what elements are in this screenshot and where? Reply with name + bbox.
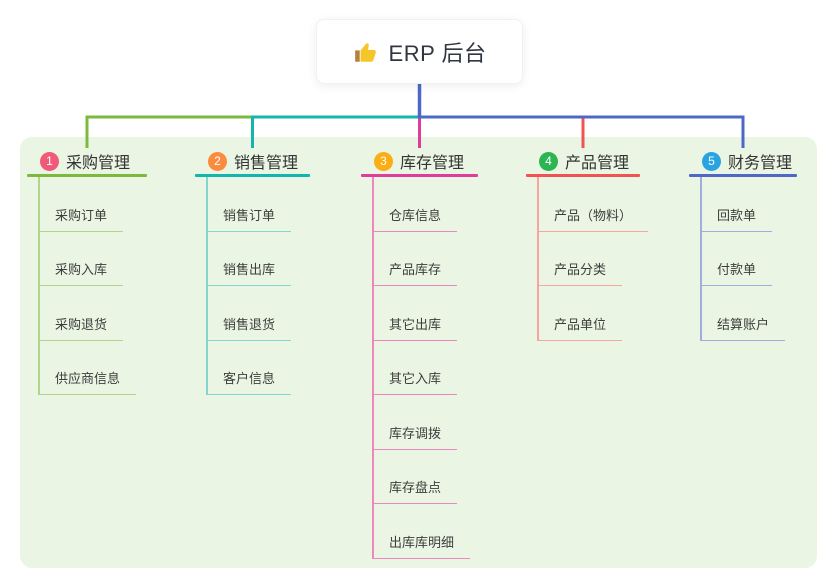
child-node-row: 其它出库 xyxy=(361,286,470,341)
child-node-row: 销售退货 xyxy=(195,286,292,341)
branch-children: 产品（物料） 产品分类 产品单位 xyxy=(526,177,649,341)
child-node[interactable]: 销售出库 xyxy=(206,259,292,286)
child-node-label: 付款单 xyxy=(717,262,757,277)
child-node-label: 产品（物料） xyxy=(554,207,633,223)
child-node-row: 其它入库 xyxy=(361,341,470,395)
child-node-label: 销售退货 xyxy=(223,316,276,332)
branch-trunk-line xyxy=(372,177,374,559)
child-node[interactable]: 产品分类 xyxy=(537,259,623,286)
child-node-label: 产品库存 xyxy=(389,262,442,277)
child-node[interactable]: 采购入库 xyxy=(38,259,124,286)
child-node[interactable]: 采购订单 xyxy=(38,205,124,232)
branch-underline xyxy=(361,174,478,177)
child-node-row: 产品单位 xyxy=(526,286,648,341)
child-node[interactable]: 供应商信息 xyxy=(38,368,137,395)
root-node-title: ERP 后台 xyxy=(388,40,487,66)
child-node-row: 供应商信息 xyxy=(27,341,137,395)
child-node-row: 客户信息 xyxy=(195,341,292,395)
child-node[interactable]: 其它出库 xyxy=(372,314,458,341)
child-node[interactable]: 销售订单 xyxy=(206,205,292,232)
branch-node-label[interactable]: 4 产品管理 xyxy=(539,148,629,174)
child-node-row: 采购退货 xyxy=(27,286,136,341)
child-node-label: 结算账户 xyxy=(717,316,770,332)
branches-background-panel xyxy=(20,137,817,568)
branch-underline xyxy=(195,174,310,177)
child-node-label: 回款单 xyxy=(717,207,757,223)
child-node[interactable]: 库存调拨 xyxy=(372,423,458,450)
child-node[interactable]: 产品库存 xyxy=(372,259,458,286)
child-node-label: 供应商信息 xyxy=(55,371,121,386)
child-node[interactable]: 出库库明细 xyxy=(372,532,471,559)
branch-trunk-line xyxy=(537,177,539,341)
branch-number-badge: 2 xyxy=(208,151,227,171)
child-node[interactable]: 库存盘点 xyxy=(372,477,458,504)
branch-underline xyxy=(27,174,147,177)
child-node[interactable]: 产品（物料） xyxy=(537,205,649,232)
branch-title-text: 产品管理 xyxy=(565,155,630,172)
child-node-row: 销售订单 xyxy=(195,177,292,232)
child-node-label: 库存调拨 xyxy=(389,425,442,441)
child-node-row: 销售出库 xyxy=(195,232,292,286)
branch-title-text: 采购管理 xyxy=(66,155,131,172)
child-node-label: 销售订单 xyxy=(223,207,276,223)
child-node-row: 产品（物料） xyxy=(526,177,649,232)
child-node-row: 结算账户 xyxy=(689,286,786,341)
branch-trunk-line xyxy=(700,177,702,341)
branch-node-label[interactable]: 1 采购管理 xyxy=(40,148,130,174)
child-node-label: 采购退货 xyxy=(55,316,108,332)
child-node[interactable]: 回款单 xyxy=(700,205,773,232)
child-node-row: 库存调拨 xyxy=(361,395,470,450)
branch-children: 采购订单 采购入库 采购退货 供应商信息 xyxy=(27,177,137,395)
child-node-label: 产品单位 xyxy=(554,316,607,332)
branch-title-text: 财务管理 xyxy=(728,155,793,172)
child-node[interactable]: 客户信息 xyxy=(206,368,292,395)
child-node[interactable]: 销售退货 xyxy=(206,314,292,341)
branch-children: 回款单 付款单 结算账户 xyxy=(689,177,786,341)
branch-number-badge: 1 xyxy=(40,151,59,171)
child-node-row: 产品分类 xyxy=(526,232,648,286)
child-node-label: 销售出库 xyxy=(223,262,276,277)
child-node[interactable]: 付款单 xyxy=(700,259,773,286)
child-node-row: 库存盘点 xyxy=(361,450,470,504)
child-node-label: 客户信息 xyxy=(223,371,276,386)
branch-trunk-line xyxy=(38,177,40,395)
child-node[interactable]: 采购退货 xyxy=(38,314,124,341)
child-node-row: 出库库明细 xyxy=(361,504,471,559)
branch-node-label[interactable]: 2 销售管理 xyxy=(208,148,298,174)
branch-children: 销售订单 销售出库 销售退货 客户信息 xyxy=(195,177,292,395)
root-node-erp[interactable]: ERP 后台 xyxy=(316,19,523,84)
child-node-row: 仓库信息 xyxy=(361,177,470,232)
branch-children: 仓库信息 产品库存 其它出库 其它入库 库存调拨 库存盘点 出库库明细 xyxy=(361,177,471,559)
child-node[interactable]: 仓库信息 xyxy=(372,205,458,232)
child-node-label: 其它出库 xyxy=(389,316,442,332)
child-node-label: 库存盘点 xyxy=(389,480,442,495)
branch-trunk-line xyxy=(206,177,208,395)
child-node-label: 仓库信息 xyxy=(389,207,442,223)
child-node[interactable]: 产品单位 xyxy=(537,314,623,341)
child-node[interactable]: 结算账户 xyxy=(700,314,786,341)
branch-number-badge: 4 xyxy=(539,151,558,171)
child-node-label: 出库库明细 xyxy=(389,534,455,550)
child-node-label: 采购入库 xyxy=(55,262,108,277)
thumbs-up-icon xyxy=(353,39,379,65)
child-node-row: 付款单 xyxy=(689,232,785,286)
branch-title-text: 库存管理 xyxy=(400,155,465,172)
child-node-row: 采购订单 xyxy=(27,177,136,232)
branch-underline xyxy=(526,174,640,177)
branch-node-label[interactable]: 5 财务管理 xyxy=(702,148,792,174)
child-node-row: 回款单 xyxy=(689,177,785,232)
branch-node-label[interactable]: 3 库存管理 xyxy=(374,148,464,174)
child-node-label: 产品分类 xyxy=(554,262,607,277)
child-node-row: 采购入库 xyxy=(27,232,136,286)
branch-title-text: 销售管理 xyxy=(234,155,299,172)
branch-number-badge: 3 xyxy=(374,151,393,171)
child-node-row: 产品库存 xyxy=(361,232,470,286)
branch-number-badge: 5 xyxy=(702,151,721,171)
child-node-label: 其它入库 xyxy=(389,371,442,386)
child-node-label: 采购订单 xyxy=(55,207,108,223)
child-node[interactable]: 其它入库 xyxy=(372,368,458,395)
branch-underline xyxy=(689,174,797,177)
